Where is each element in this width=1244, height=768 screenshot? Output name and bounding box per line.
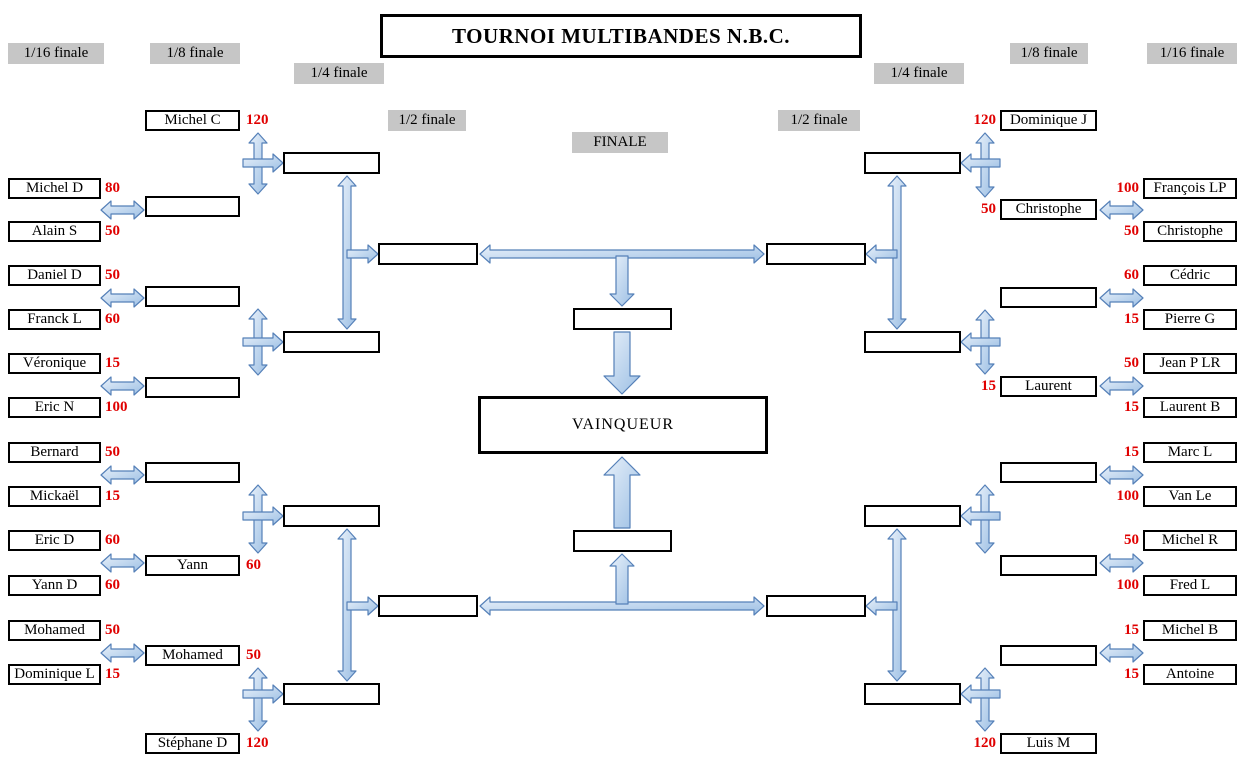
left-r16-player-4: Véronique bbox=[8, 353, 101, 374]
left-r16-player-0: Michel D bbox=[8, 178, 101, 199]
right-r8-player-christophe: Christophe bbox=[1000, 199, 1097, 220]
right-r16-player-10: Michel B bbox=[1143, 620, 1237, 641]
left-r16-player-6: Bernard bbox=[8, 442, 101, 463]
left-r8-player-mohamed: Mohamed bbox=[145, 645, 240, 666]
left-r8-slot-3 bbox=[145, 377, 240, 398]
right-r2-slot-0 bbox=[766, 243, 866, 265]
round-label-right-4: 1/4 finale bbox=[874, 63, 964, 84]
left-r8-slot-4 bbox=[145, 462, 240, 483]
left-r4-slot-3 bbox=[283, 683, 380, 705]
left-r16-player-8: Eric D bbox=[8, 530, 101, 551]
left-r8-player-michel-c: Michel C bbox=[145, 110, 240, 131]
left-r16-player-10: Mohamed bbox=[8, 620, 101, 641]
right-r16-score-0: 100 bbox=[1116, 180, 1140, 196]
right-r16-score-11: 15 bbox=[1124, 666, 1139, 682]
left-r8-score-mohamed: 50 bbox=[246, 647, 261, 663]
left-r16-score-6: 50 bbox=[105, 444, 120, 460]
round-label-left-8: 1/8 finale bbox=[150, 43, 240, 64]
right-r16-player-11: Antoine bbox=[1143, 664, 1237, 685]
left-r4-slot-0 bbox=[283, 152, 380, 174]
round-label-finale: FINALE bbox=[572, 132, 668, 153]
right-r8-score-dominique-j: 120 bbox=[973, 112, 997, 128]
left-r8-score-yann: 60 bbox=[246, 557, 261, 573]
right-r16-player-2: Cédric bbox=[1143, 265, 1237, 286]
left-r16-score-7: 15 bbox=[105, 488, 120, 504]
left-r8-player-stephane: Stéphane D bbox=[145, 733, 240, 754]
left-r16-score-11: 15 bbox=[105, 666, 120, 682]
left-r16-score-4: 15 bbox=[105, 355, 120, 371]
right-r16-score-1: 50 bbox=[1124, 223, 1139, 239]
left-r4-slot-1 bbox=[283, 331, 380, 353]
left-r16-score-8: 60 bbox=[105, 532, 120, 548]
left-r16-player-5: Eric N bbox=[8, 397, 101, 418]
right-r8-slot-2 bbox=[1000, 287, 1097, 308]
right-r8-score-luis-m: 120 bbox=[973, 735, 997, 751]
right-r4-slot-1 bbox=[864, 331, 961, 353]
right-r16-score-2: 60 bbox=[1124, 267, 1139, 283]
right-r16-player-9: Fred L bbox=[1143, 575, 1237, 596]
round-label-right-8: 1/8 finale bbox=[1010, 43, 1088, 64]
tournament-title: TOURNOI MULTIBANDES N.B.C. bbox=[380, 14, 862, 58]
left-r16-player-3: Franck L bbox=[8, 309, 101, 330]
right-r4-slot-3 bbox=[864, 683, 961, 705]
left-r16-score-10: 50 bbox=[105, 622, 120, 638]
right-r16-score-4: 50 bbox=[1124, 355, 1139, 371]
left-r4-slot-2 bbox=[283, 505, 380, 527]
right-r16-player-4: Jean P LR bbox=[1143, 353, 1237, 374]
left-r16-player-1: Alain S bbox=[8, 221, 101, 242]
round-label-left-16: 1/16 finale bbox=[8, 43, 104, 64]
left-r8-score-michel-c: 120 bbox=[246, 112, 269, 128]
right-r16-player-3: Pierre G bbox=[1143, 309, 1237, 330]
round-label-left-4: 1/4 finale bbox=[294, 63, 384, 84]
left-r2-slot-1 bbox=[378, 595, 478, 617]
right-r16-score-5: 15 bbox=[1124, 399, 1139, 415]
finalist-slot-bottom bbox=[573, 530, 672, 552]
right-r16-score-3: 15 bbox=[1124, 311, 1139, 327]
winner-box: VAINQUEUR bbox=[478, 396, 768, 454]
right-r8-score-laurent: 15 bbox=[981, 378, 996, 394]
right-r16-score-7: 100 bbox=[1116, 488, 1140, 504]
left-r16-score-1: 50 bbox=[105, 223, 120, 239]
right-r4-slot-0 bbox=[864, 152, 961, 174]
right-r2-slot-1 bbox=[766, 595, 866, 617]
left-r16-score-5: 100 bbox=[105, 399, 128, 415]
right-r16-player-6: Marc L bbox=[1143, 442, 1237, 463]
left-r16-score-9: 60 bbox=[105, 577, 120, 593]
right-r8-player-dominique-j: Dominique J bbox=[1000, 110, 1097, 131]
right-r8-player-laurent: Laurent bbox=[1000, 376, 1097, 397]
right-r16-score-10: 15 bbox=[1124, 622, 1139, 638]
left-r16-player-7: Mickaël bbox=[8, 486, 101, 507]
left-r16-score-2: 50 bbox=[105, 267, 120, 283]
right-r16-score-6: 15 bbox=[1124, 444, 1139, 460]
left-r8-score-stephane: 120 bbox=[246, 735, 269, 751]
finalist-slot-top bbox=[573, 308, 672, 330]
left-r16-player-9: Yann D bbox=[8, 575, 101, 596]
round-label-right-16: 1/16 finale bbox=[1147, 43, 1237, 64]
left-r2-slot-0 bbox=[378, 243, 478, 265]
left-r16-player-11: Dominique L bbox=[8, 664, 101, 685]
left-r8-player-yann: Yann bbox=[145, 555, 240, 576]
left-r8-slot-1 bbox=[145, 196, 240, 217]
right-r16-player-0: François LP bbox=[1143, 178, 1237, 199]
left-r8-slot-2 bbox=[145, 286, 240, 307]
left-r16-score-0: 80 bbox=[105, 180, 120, 196]
right-r16-score-8: 50 bbox=[1124, 532, 1139, 548]
right-r8-slot-5 bbox=[1000, 555, 1097, 576]
left-r16-player-2: Daniel D bbox=[8, 265, 101, 286]
right-r16-player-5: Laurent B bbox=[1143, 397, 1237, 418]
round-label-left-2: 1/2 finale bbox=[388, 110, 466, 131]
right-r8-slot-6 bbox=[1000, 645, 1097, 666]
right-r16-player-7: Van Le bbox=[1143, 486, 1237, 507]
left-r16-score-3: 60 bbox=[105, 311, 120, 327]
right-r8-slot-4 bbox=[1000, 462, 1097, 483]
right-r4-slot-2 bbox=[864, 505, 961, 527]
right-r16-player-8: Michel R bbox=[1143, 530, 1237, 551]
right-r8-player-luis-m: Luis M bbox=[1000, 733, 1097, 754]
round-label-right-2: 1/2 finale bbox=[778, 110, 860, 131]
right-r8-score-christophe: 50 bbox=[981, 201, 996, 217]
right-r16-score-9: 100 bbox=[1116, 577, 1140, 593]
right-r16-player-1: Christophe bbox=[1143, 221, 1237, 242]
